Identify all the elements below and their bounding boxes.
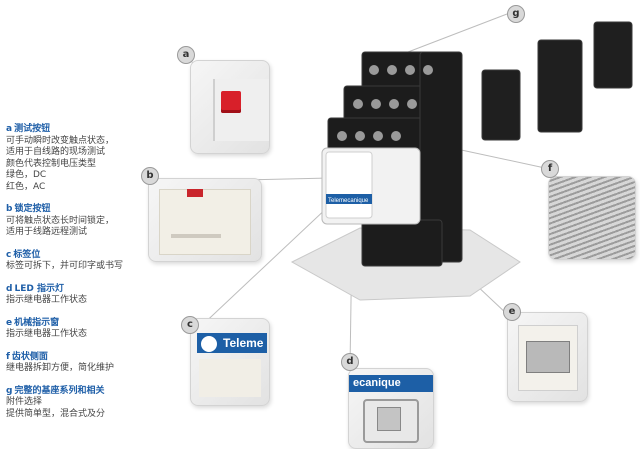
label-text: Teleme <box>223 336 264 350</box>
detail-panel-label: Teleme <box>190 318 270 406</box>
label-body <box>199 359 261 397</box>
detail-panel-lock-button <box>148 178 262 262</box>
lock-button-red <box>187 189 203 197</box>
relay-brand-strip <box>326 194 372 204</box>
relay-front <box>325 151 373 219</box>
callout-c: c <box>181 316 199 334</box>
callout-d: d <box>341 353 359 371</box>
callout-a: a <box>177 46 195 64</box>
detail-panel-led: ecanique <box>348 368 434 449</box>
test-button-red <box>221 91 241 113</box>
callout-e: e <box>503 303 521 321</box>
relay-brand-text: Telemecanique <box>328 198 369 204</box>
detail-panel-mechanical-indicator <box>507 312 588 402</box>
terminal-screws <box>337 65 433 141</box>
detail-panel-ribbed-side <box>548 176 636 260</box>
indicator-window <box>526 341 570 373</box>
socket-stack <box>327 51 463 267</box>
led-label-strip: ecanique <box>349 375 433 392</box>
schneider-logo-icon <box>200 335 218 353</box>
led-window <box>363 399 419 443</box>
accessory-sockets <box>481 21 633 141</box>
lock-button-housing <box>159 189 251 255</box>
callout-g: g <box>507 5 525 23</box>
detail-panel-test-button <box>190 60 270 154</box>
led-icon <box>377 407 401 431</box>
led-label-text: ecanique <box>353 377 401 389</box>
callout-b: b <box>141 167 159 185</box>
lock-slot <box>171 234 221 238</box>
callout-f: f <box>541 160 559 178</box>
